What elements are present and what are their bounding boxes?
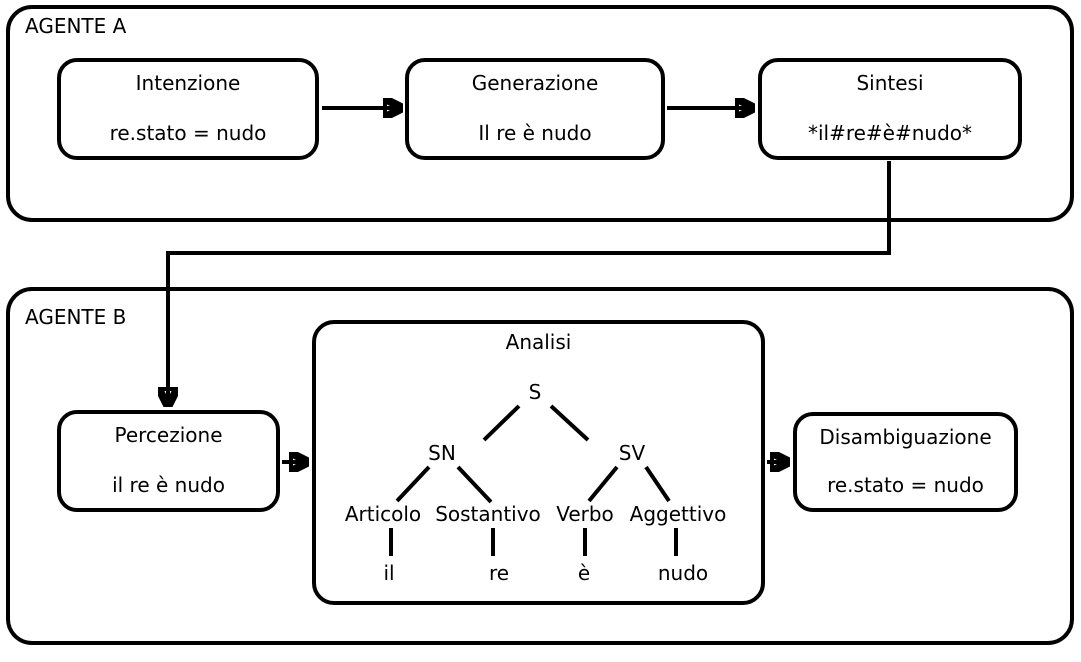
generazione-title: Generazione: [471, 71, 599, 95]
tree-node-sn: SN: [428, 441, 456, 465]
tree-node-verbo: Verbo: [556, 502, 614, 526]
tree-node-sostantivo: Sostantivo: [435, 502, 541, 526]
tree-leaf-re: re: [489, 561, 509, 585]
analisi-box: Analisi S SN SV: [312, 320, 765, 605]
agent-b-container: AGENTE B Percezione il re è nudo Analisi: [6, 287, 1074, 645]
sintesi-title: Sintesi: [856, 71, 924, 95]
branch-s-sv: [549, 404, 590, 442]
agent-a-label: AGENTE A: [25, 14, 127, 38]
generazione-box: Generazione Il re è nudo: [405, 58, 665, 160]
sintesi-value: *il#re#è#nudo*: [807, 121, 973, 145]
intenzione-box: Intenzione re.stato = nudo: [57, 58, 319, 160]
tree-node-aggettivo: Aggettivo: [630, 502, 727, 526]
disambiguazione-value: re.stato = nudo: [827, 473, 984, 497]
percezione-value: il re è nudo: [112, 473, 225, 497]
generazione-value: Il re è nudo: [478, 121, 592, 145]
parse-tree: S SN SV Articolo Sostantivo Verbo Aggett…: [345, 380, 727, 585]
tree-leaf-nudo: nudo: [658, 561, 708, 585]
intenzione-value: re.stato = nudo: [109, 121, 267, 145]
disambiguazione-box: Disambiguazione re.stato = nudo: [793, 412, 1018, 512]
parse-tree-branches: [389, 404, 678, 556]
percezione-box: Percezione il re è nudo: [57, 410, 280, 512]
intenzione-title: Intenzione: [135, 71, 241, 95]
branch-s-sn: [482, 404, 521, 442]
branch-sn-articolo: [395, 465, 431, 503]
tree-node-s: S: [529, 380, 542, 404]
tree-node-sv: SV: [619, 441, 646, 465]
branch-sv-verbo: [587, 465, 619, 503]
branch-sn-sostantivo: [456, 465, 493, 504]
tree-leaf-e: è: [578, 561, 590, 585]
tree-leaf-il: il: [383, 561, 394, 585]
sintesi-box: Sintesi *il#re#è#nudo*: [758, 58, 1022, 160]
agent-b-label: AGENTE B: [25, 305, 127, 329]
agent-a-container: AGENTE A Intenzione re.stato = nudo Gene…: [6, 5, 1074, 222]
branch-sv-aggettivo: [644, 465, 671, 503]
disambiguazione-title: Disambiguazione: [819, 425, 992, 449]
tree-node-articolo: Articolo: [345, 502, 421, 526]
percezione-title: Percezione: [114, 423, 223, 447]
